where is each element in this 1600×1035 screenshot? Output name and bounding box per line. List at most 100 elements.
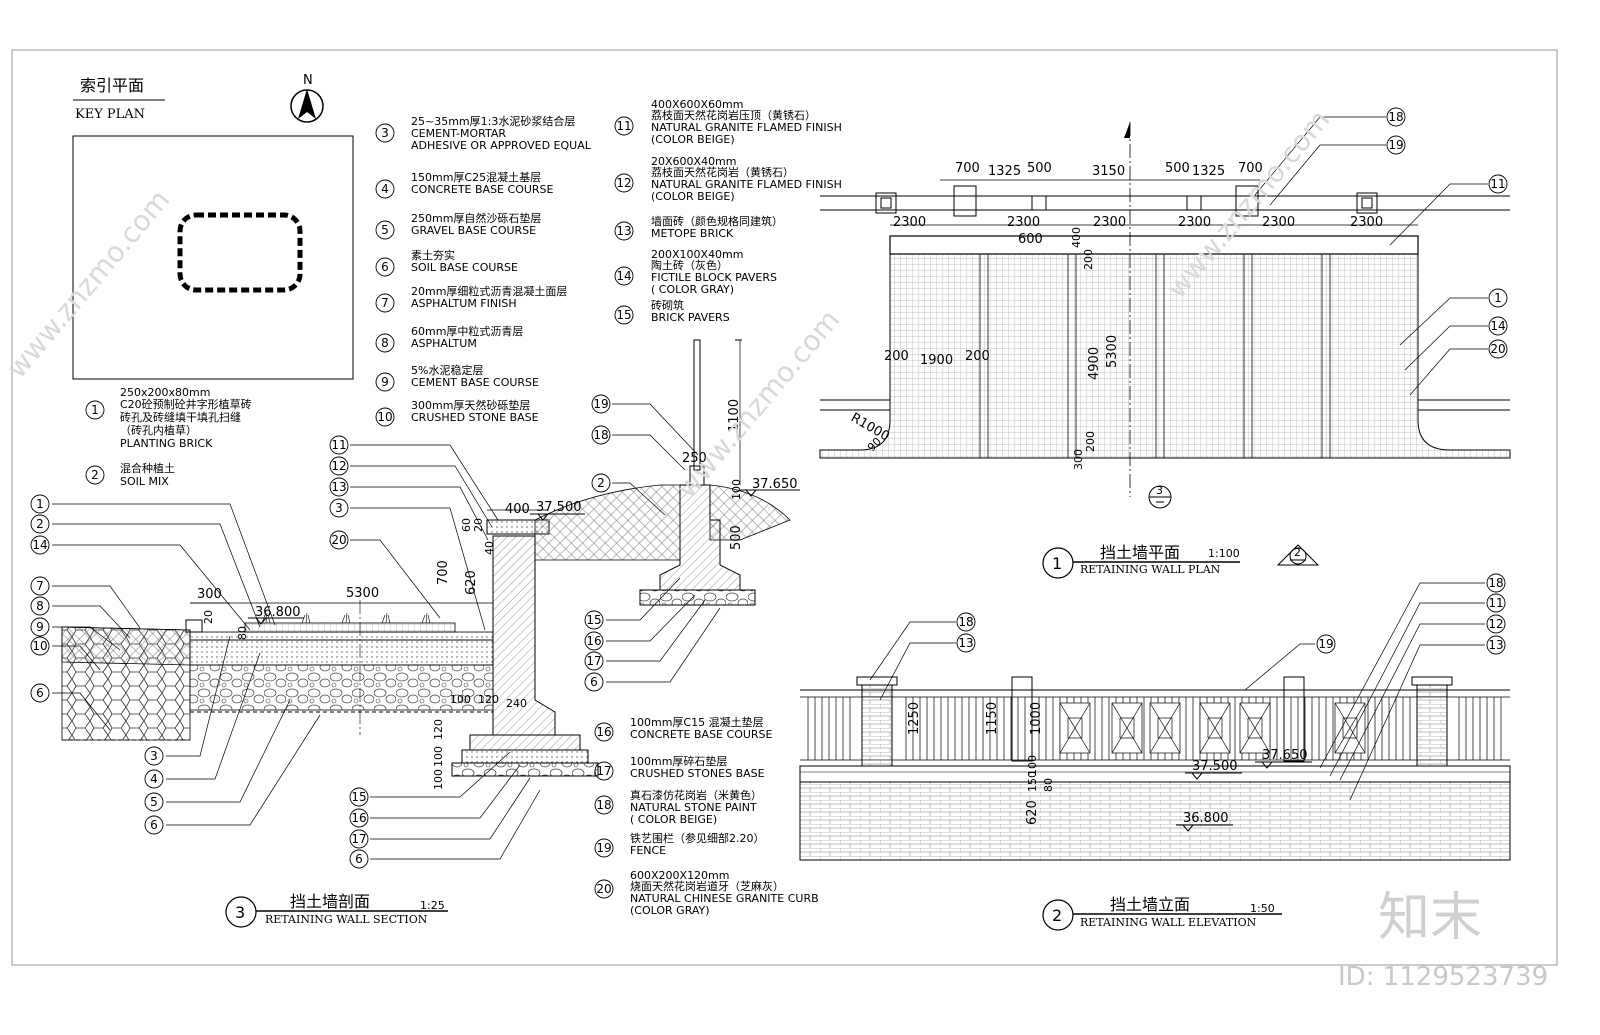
elev-dim-100: 100 xyxy=(1026,755,1039,776)
legend-bottom-size-20: 600X200X120mm xyxy=(630,869,730,882)
legend-left-en-8: ASPHALTUM xyxy=(411,337,477,350)
plan-callout-14: 14 xyxy=(1488,316,1508,336)
elev-dim-1150: 1150 xyxy=(985,702,1000,735)
elevation-left-callout-18-label: 18 xyxy=(958,615,973,629)
plan-dim-300: 300 xyxy=(1072,449,1085,470)
legend-mid-cn-15: 砖砌筑 xyxy=(651,298,684,312)
legend-planting-cn-2: 混合种植土 xyxy=(120,461,175,475)
section-right-callout-6: 6 xyxy=(584,672,604,692)
legend-mid-en-15: BRICK PAVERS xyxy=(651,311,730,324)
legend-mid-en2-12: (COLOR BEIGE) xyxy=(651,190,735,203)
section-left-callout-9: 9 xyxy=(30,617,50,637)
plan-callout-19-label: 19 xyxy=(1388,138,1403,152)
retaining-wall-section: 300 5300 400 20 80 700 620 60 20 40 100 … xyxy=(30,339,800,928)
section-mid-callout-12: 12 xyxy=(329,456,349,476)
legend-bottom-bubble-16: 16 xyxy=(594,722,614,742)
section-dim-300: 300 xyxy=(197,587,222,602)
legend-left-bubble-9: 9 xyxy=(375,372,395,392)
elevation-title-scale: 1:50 xyxy=(1250,902,1275,915)
section-mid-callout-13: 13 xyxy=(329,477,349,497)
retaining-wall-elevation: 1250 1150 1000 100 150 80 620 37.650 37.… xyxy=(799,573,1511,931)
plan-bay-1: 2300 xyxy=(893,215,926,230)
legend-left-en-5: GRAVEL BASE COURSE xyxy=(411,224,536,237)
legend-mid-bubble-15: 15 xyxy=(614,305,634,325)
section-level-37500: 37.500 xyxy=(530,500,585,521)
elevation-right-callout-13-label: 13 xyxy=(1488,638,1503,652)
plan-dim-200c: 200 xyxy=(965,349,990,364)
section-foot-concrete xyxy=(461,749,589,764)
legend-bottom-en-16: CONCRETE BASE COURSE xyxy=(630,728,773,741)
legend-bottom-bubble-17-label: 17 xyxy=(596,764,611,778)
section-foot-callout-15-label: 15 xyxy=(351,790,366,804)
section-dim-80: 80 xyxy=(236,626,249,640)
legend-left-bubble-10: 10 xyxy=(375,407,395,427)
legend-left-bubble-8: 8 xyxy=(375,333,395,353)
plan-dim-500-left: 500 xyxy=(1027,161,1052,176)
legend-left-bubble-4: 4 xyxy=(375,179,395,199)
section-foot-callout-16: 16 xyxy=(349,808,369,828)
section-bottom-callout-3-label: 3 xyxy=(150,749,158,763)
legend-left-cn-8: 60mm厚中粒式沥青层 xyxy=(411,324,523,338)
section-leaders xyxy=(52,403,721,860)
plan-dim-500-right: 500 xyxy=(1165,161,1190,176)
legend-mid-bubble-13-label: 13 xyxy=(616,224,631,238)
plan-callout-18: 18 xyxy=(1386,107,1406,127)
section-dim-120b: 120 xyxy=(432,719,445,740)
section-bottom-callout-4-label: 4 xyxy=(150,772,158,786)
elevation-title-no: 2 xyxy=(1052,906,1062,925)
legend-left-cn-7: 20mm厚细粒式沥青混凝土面层 xyxy=(411,284,567,298)
legend-bottom-cn-20: 烧面天然花岗岩道牙（芝麻灰） xyxy=(630,879,784,893)
plan-bay-5: 2300 xyxy=(1262,215,1295,230)
legend-mid-bubble-11: 11 xyxy=(614,116,634,136)
plan-callout-1-label: 1 xyxy=(1494,291,1502,305)
section-left-callout-7-label: 7 xyxy=(36,579,44,593)
north-arrow-icon: N xyxy=(290,73,324,123)
svg-text:37.650: 37.650 xyxy=(1262,748,1308,763)
legend-mid-bubble-13: 13 xyxy=(614,221,634,241)
plan-callout-11-label: 11 xyxy=(1490,177,1505,191)
section-fence-base xyxy=(639,589,756,606)
legend-left-en-6: SOIL BASE COURSE xyxy=(411,261,518,274)
plan-callout-1: 1 xyxy=(1488,288,1508,308)
legend-mid-bubble-11-label: 11 xyxy=(616,119,631,133)
plan-callout-19: 19 xyxy=(1386,135,1406,155)
section-dim-500: 500 xyxy=(729,525,744,550)
section-left-callout-1-label: 1 xyxy=(36,497,44,511)
legend-mid-cn-12: 荔枝面天然花岗岩（黄锈石） xyxy=(651,165,794,179)
plan-dim-3150: 3150 xyxy=(1092,164,1125,179)
legend-bottom-cn-19: 铁艺围栏（参见细部2.20） xyxy=(630,831,765,845)
legend-left: 325~35mm厚1:3水泥砂浆结合层CEMENT-MORTARADHESIVE… xyxy=(375,114,592,427)
legend-mid-en2-14: ( COLOR GRAY) xyxy=(651,283,734,296)
legend-left-cn-3: 25~35mm厚1:3水泥砂浆结合层 xyxy=(411,114,575,128)
key-plan-title-en: KEY PLAN xyxy=(75,107,145,122)
legend-left-bubble-3-label: 3 xyxy=(381,126,389,140)
legend-mid-en-12: NATURAL GRANITE FLAMED FINISH xyxy=(651,178,842,191)
section-dim-120: 120 xyxy=(478,693,499,706)
elev-dim-150: 150 xyxy=(1026,771,1039,792)
section-fence-footing xyxy=(659,484,741,591)
legend-left-en-7: ASPHALTUM FINISH xyxy=(411,297,517,310)
section-right-callout-16: 16 xyxy=(584,631,604,651)
section-mid-callout-11: 11 xyxy=(329,435,349,455)
section-left-callout-14: 14 xyxy=(30,535,50,555)
section-title-block: 3 挡土墙剖面 1:25 RETAINING WALL SECTION xyxy=(225,892,448,928)
section-dim-60: 60 xyxy=(460,518,473,532)
plan-section-mark: 3 xyxy=(1148,484,1172,509)
legend-left-bubble-8-label: 8 xyxy=(381,336,389,350)
legend-bottom-bubble-18: 18 xyxy=(594,795,614,815)
section-left-callout-1: 1 xyxy=(30,494,50,514)
section-right-callout-18-label: 18 xyxy=(593,428,608,442)
legend-mid-bubble-14: 14 xyxy=(614,266,634,286)
section-title-no: 3 xyxy=(235,903,245,922)
plan-title-block: 1 挡土墙平面 1:100 RETAINING WALL PLAN 2 xyxy=(1042,543,1320,579)
section-foot-callout-17: 17 xyxy=(349,829,369,849)
section-mid-callout-3-label: 3 xyxy=(335,501,343,515)
legend-mid-bubble-12: 12 xyxy=(614,173,634,193)
elev-level-37650: 37.650 xyxy=(1255,748,1312,769)
legend-planting-size-1: 250x200x80mm xyxy=(120,386,210,399)
section-title-en: RETAINING WALL SECTION xyxy=(265,913,428,926)
legend-bottom-bubble-16-label: 16 xyxy=(596,725,611,739)
elevation-left-callout-13: 13 xyxy=(956,633,976,653)
